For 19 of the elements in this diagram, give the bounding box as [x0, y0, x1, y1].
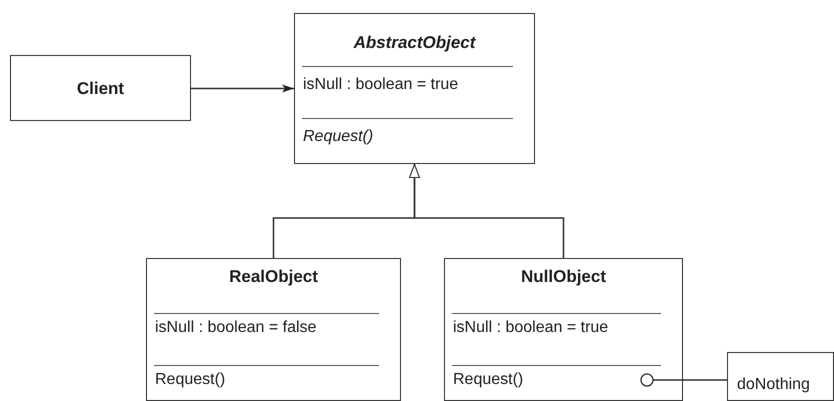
class-box	[444, 258, 683, 401]
method: Request()	[303, 128, 374, 146]
class-box	[294, 13, 535, 164]
class-box	[10, 55, 191, 121]
arrow	[191, 84, 294, 92]
attribute: isNull : boolean = false	[155, 319, 316, 337]
method: Request()	[453, 371, 524, 389]
note-box	[727, 352, 834, 401]
class-box	[146, 258, 401, 401]
method: Request()	[155, 371, 226, 389]
arrow	[409, 164, 564, 258]
class-name: RealObject	[228, 267, 319, 287]
class-name: Client	[76, 79, 126, 99]
attribute: isNull : boolean = true	[453, 319, 608, 337]
class-name: NullObject	[520, 267, 607, 287]
attachment-line	[640, 373, 727, 387]
class-name: AbstractObject	[352, 33, 477, 53]
note-text: doNothing	[737, 376, 810, 394]
attribute: isNull : boolean = true	[303, 76, 458, 94]
